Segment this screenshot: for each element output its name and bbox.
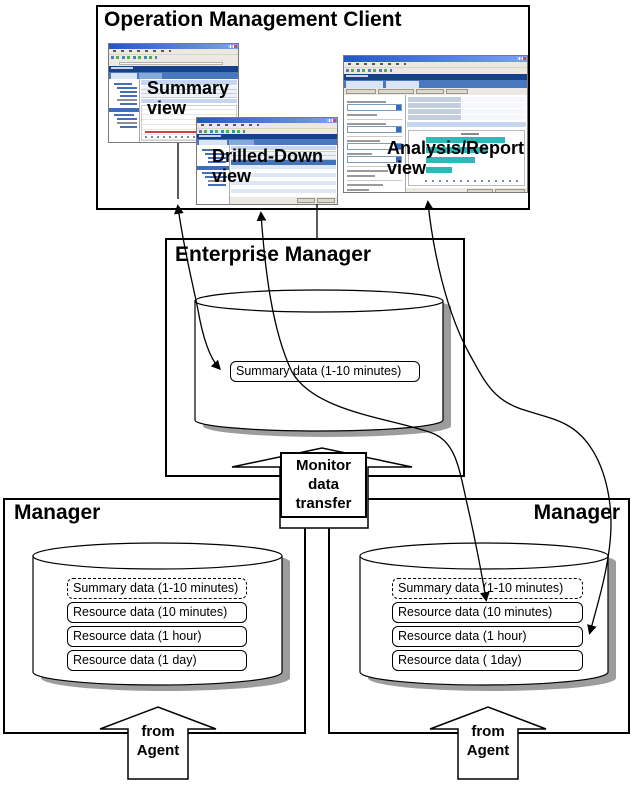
- toolbar: [109, 55, 238, 61]
- report-subtabs: [344, 88, 527, 95]
- data-table-header: [231, 160, 336, 165]
- window-titlebar: [109, 44, 238, 49]
- mgr-right-resource-1day-label: Resource data ( 1day): [392, 650, 583, 671]
- monitor-data-transfer-label: Monitor data transfer: [280, 452, 367, 518]
- dropdown-field: [347, 126, 402, 133]
- client-title: Operation Management Client: [104, 8, 402, 31]
- tab-inactive: [229, 140, 255, 145]
- analysis-report-view-label: Analysis/Report view: [387, 138, 525, 178]
- report-buttons: [406, 188, 527, 192]
- tab-bar: [197, 139, 337, 145]
- report-summary-table: [408, 97, 525, 121]
- app-logo: [346, 75, 368, 77]
- app-header: [109, 66, 238, 72]
- em-summary-data-label: Summary data (1-10 minutes): [230, 361, 420, 382]
- menu-bar: [197, 123, 337, 129]
- mgr-left-resource-10min-label: Resource data (10 minutes): [67, 602, 247, 623]
- mgr-left-resource-1day-label: Resource data (1 day): [67, 650, 247, 671]
- tree-panel-header: [109, 108, 139, 112]
- summary-view-label: Summary view: [147, 78, 230, 118]
- report-content-area: [406, 95, 527, 192]
- tab-inactive: [346, 81, 383, 88]
- mgr-left-resource-1hour-label: Resource data (1 hour): [67, 626, 247, 647]
- menu-bar: [344, 62, 527, 68]
- tab-active: [199, 140, 227, 145]
- app-header: [197, 134, 337, 139]
- toolbar-icons: [346, 69, 392, 72]
- table-buttons: [230, 197, 337, 204]
- enterprise-manager-box: [165, 238, 465, 477]
- mgr-left-summary-data-label: Summary data (1-10 minutes): [67, 578, 247, 599]
- data-table: [231, 165, 336, 197]
- mgr-right-summary-data-label: Summary data (1-10 minutes): [392, 578, 583, 599]
- drilled-down-view-label: Drilled-Down view: [212, 146, 323, 186]
- manager-right-title: Manager: [533, 501, 620, 524]
- report-settings-panel: [344, 95, 406, 192]
- app-header: [344, 74, 527, 80]
- dropdown-field: [347, 104, 402, 111]
- window-controls-icon: [517, 57, 526, 60]
- tab-inactive: [138, 73, 162, 79]
- dropdown-field: [347, 156, 402, 163]
- tree-panel: [109, 79, 140, 142]
- drilled-down-view-thumbnail: [196, 117, 338, 205]
- address-input: [119, 62, 223, 65]
- menu-bar: [109, 49, 238, 55]
- tab-active: [111, 73, 137, 79]
- toolbar-icons: [111, 56, 157, 59]
- address-bar: [109, 61, 238, 66]
- analysis-report-view-thumbnail: [343, 55, 528, 193]
- content-area: [230, 145, 337, 204]
- toolbar: [197, 129, 337, 134]
- tab-bar: [109, 72, 238, 79]
- app-logo: [199, 135, 221, 137]
- status-bar: [230, 204, 337, 205]
- mgr-right-resource-10min-label: Resource data (10 minutes): [392, 602, 583, 623]
- window-titlebar: [344, 56, 527, 62]
- dropdown-field: [347, 143, 402, 150]
- toolbar-icons: [199, 130, 245, 133]
- tree-panel: [197, 145, 230, 204]
- window-controls-icon: [228, 45, 237, 48]
- toolbar: [344, 68, 527, 74]
- tab-active: [386, 81, 420, 88]
- mgr-right-resource-1hour-label: Resource data (1 hour): [392, 626, 583, 647]
- tree-panel-header: [197, 166, 229, 170]
- from-agent-label-left: from Agent: [136, 723, 180, 759]
- app-logo: [111, 67, 133, 69]
- tab-bar: [344, 80, 527, 88]
- enterprise-manager-title: Enterprise Manager: [175, 243, 372, 266]
- report-bar-chart: [408, 130, 525, 186]
- window-controls-icon: [327, 119, 336, 122]
- from-agent-label-right: from Agent: [466, 723, 510, 759]
- manager-left-title: Manager: [14, 501, 101, 524]
- window-titlebar: [197, 118, 337, 123]
